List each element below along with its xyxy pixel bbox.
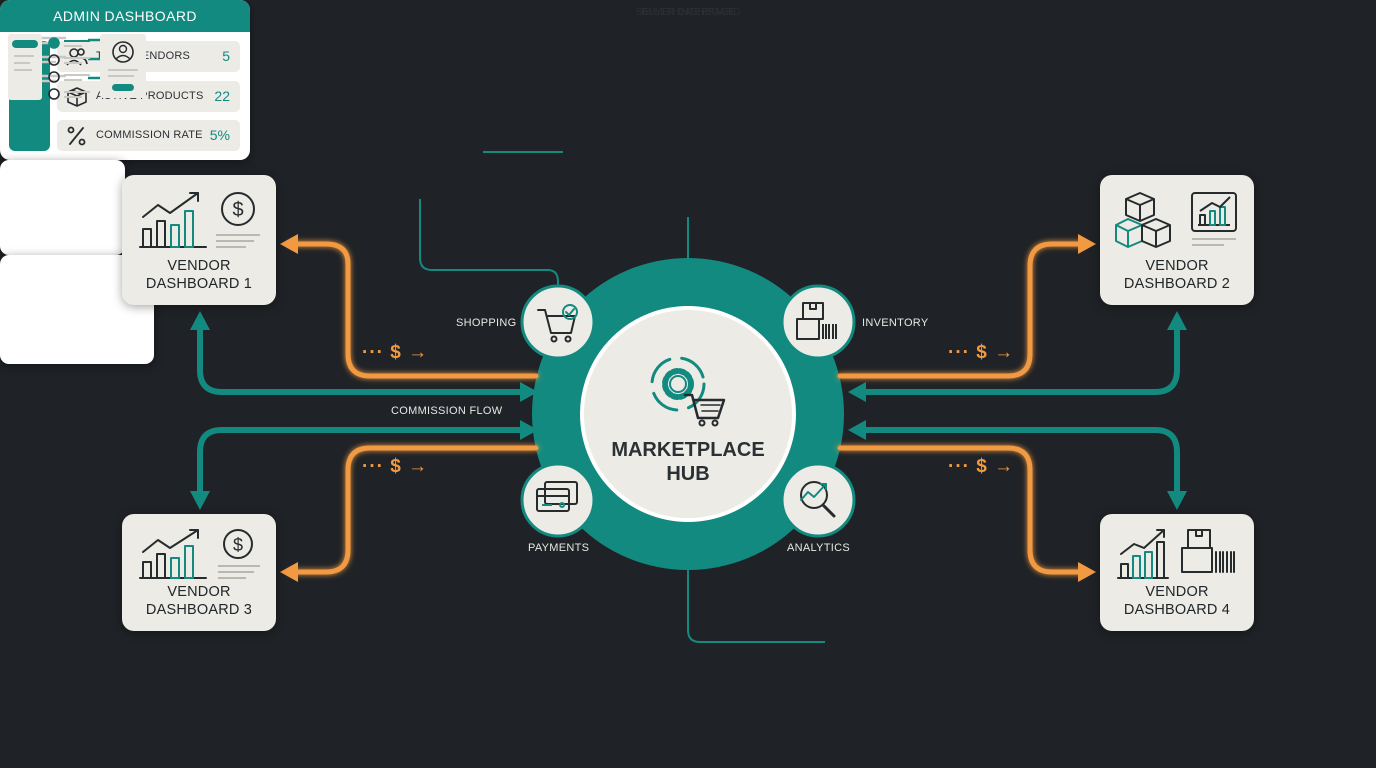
stat-label: COMMISSION RATE xyxy=(96,129,203,141)
money-symbol-v1: ··· $ → xyxy=(362,342,429,363)
shopping-node xyxy=(520,284,596,360)
inventory-label: INVENTORY xyxy=(862,317,929,329)
money-arrow-v1 xyxy=(280,234,298,254)
hub-title-line2: HUB xyxy=(666,463,710,485)
admin-dashboard-title: ADMIN DASHBOARD xyxy=(0,0,250,32)
admin-dashboard-card[interactable]: ADMIN DASHBOARD TOTAL VENDORS 5 ACTIVE P… xyxy=(0,0,250,160)
buyer-form-icon xyxy=(8,34,146,100)
payments-node xyxy=(520,462,596,538)
arrow-head-hub-right-bottom xyxy=(848,420,866,440)
money-arrow-v2 xyxy=(1078,234,1096,254)
bar-chart-trend-icon: $ xyxy=(139,529,260,579)
credit-card-icon xyxy=(536,481,578,512)
stat-value: 5% xyxy=(209,127,230,143)
boxes-chart-icon xyxy=(1115,192,1237,248)
chart-inventory-icon xyxy=(1117,529,1235,579)
hub-gear-cart-icon xyxy=(650,356,726,427)
money-arrow-v3 xyxy=(280,562,298,582)
money-symbol-v4: ··· $ → xyxy=(948,456,1015,477)
flow-commission-v3 xyxy=(197,427,531,503)
money-symbol-v3: ··· $ → xyxy=(362,456,429,477)
stat-value: 22 xyxy=(214,88,230,104)
hub-title-line1: MARKETPLACE xyxy=(611,439,765,461)
inventory-boxes-icon xyxy=(796,302,837,340)
seller-dashboard-title: SELLER DASHBOARD xyxy=(635,7,741,18)
buyer-hub-connector xyxy=(687,570,825,643)
arrow-head-hub-left-top xyxy=(520,382,538,402)
hub-core xyxy=(580,306,796,522)
flow-hub-v4 xyxy=(855,427,1180,503)
money-arrow-v4 xyxy=(1078,562,1096,582)
money-flow-v4 xyxy=(837,445,1085,575)
shopping-cart-icon xyxy=(537,304,578,343)
stat-commission-rate: COMMISSION RATE 5% xyxy=(57,120,240,151)
analytics-label: ANALYTICS xyxy=(787,542,851,554)
seller-shopping-connector xyxy=(419,199,559,292)
payments-label: PAYMENTS xyxy=(528,542,590,554)
money-symbol-v2: ··· $ → xyxy=(948,342,1015,363)
buyer-interface-card[interactable]: BUYER INTERFACE xyxy=(0,7,735,364)
svg-text:$: $ xyxy=(232,199,243,221)
shopping-label: SHOPPING xyxy=(456,317,517,329)
analytics-magnifier-icon xyxy=(800,481,836,518)
seller-dashboard-card[interactable]: SELLER DASHBOARD xyxy=(0,7,740,255)
arrow-head-v1 xyxy=(190,311,210,330)
flow-v1-commission xyxy=(197,317,531,395)
arrow-head-v4 xyxy=(1167,491,1187,510)
flow-v2-hub xyxy=(855,317,1180,395)
bar-chart-trend-icon: $ xyxy=(139,192,260,248)
stat-value: 5 xyxy=(222,48,230,64)
arrow-head-hub-right-top xyxy=(848,382,866,402)
hub-title: MARKETPLACE HUB xyxy=(588,438,788,486)
money-flow-v2 xyxy=(837,241,1085,379)
money-flow-v1 xyxy=(289,241,539,379)
svg-text:$: $ xyxy=(233,535,243,555)
money-flow-v3 xyxy=(289,445,539,575)
arrow-head-v2 xyxy=(1167,311,1187,330)
buyer-interface-title: BUYER INTERFACE xyxy=(641,7,735,18)
commission-flow-label: COMMISSION FLOW xyxy=(391,405,503,417)
arrow-head-hub-left-bottom xyxy=(520,420,538,440)
arrow-head-v3 xyxy=(190,491,210,510)
percent-icon xyxy=(67,126,86,146)
analytics-node xyxy=(780,462,856,538)
